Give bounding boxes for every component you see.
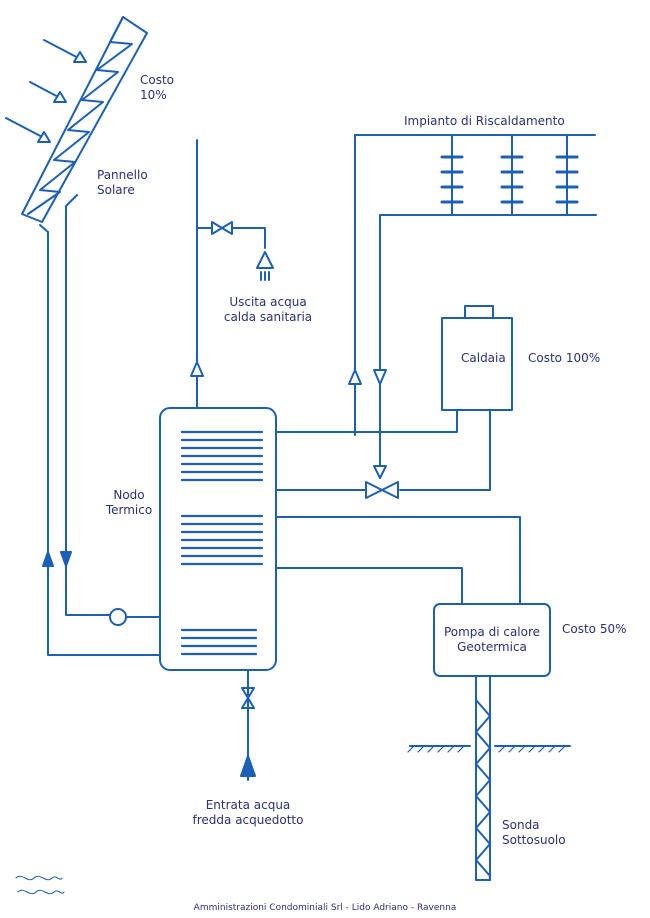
- solar-panel: [21, 16, 148, 223]
- boiler-label: Caldaia: [461, 351, 506, 365]
- sun-ray-arrows: [5, 39, 87, 143]
- heating-radiators: [348, 134, 597, 436]
- geothermal-heat-pump: [275, 516, 551, 677]
- heat-pump-cost-label: Costo 50%: [562, 622, 627, 636]
- cold-water-inlet: [240, 669, 256, 781]
- footer-credit: Amministrazioni Condominiali Srl - Lido …: [193, 903, 457, 913]
- storage-tank: [159, 407, 277, 671]
- signature: [15, 875, 65, 895]
- hot-water-outlet: [190, 139, 274, 411]
- boiler-cost-label: Costo 100%: [528, 351, 601, 365]
- boiler: [275, 305, 513, 499]
- ground-probe: [407, 675, 571, 881]
- heating-system-label: Impianto di Riscaldamento: [404, 114, 565, 128]
